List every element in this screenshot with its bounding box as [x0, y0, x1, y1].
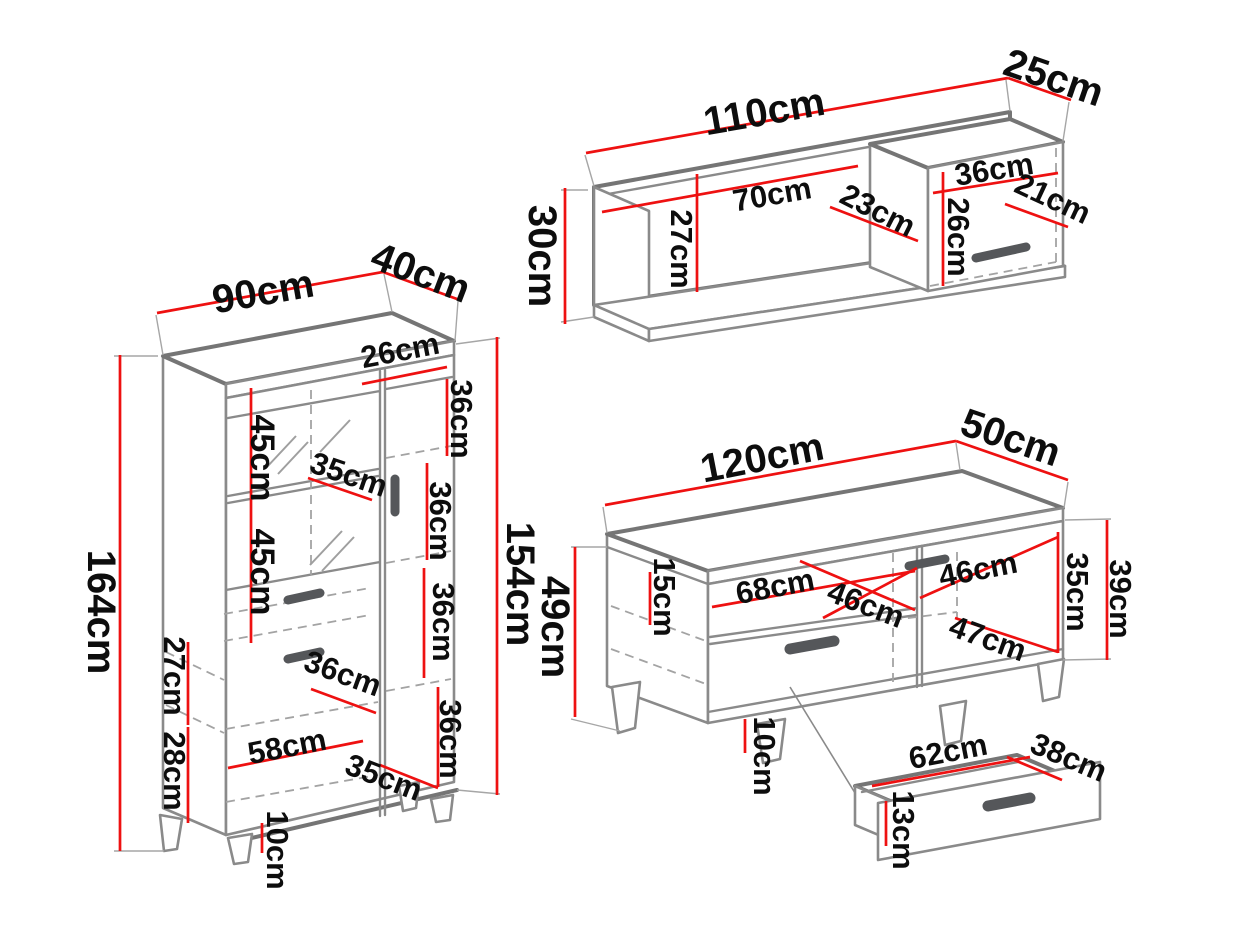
cabinet-legs-label: 10cm [260, 810, 295, 889]
drawer-box-inner-line [860, 760, 1020, 794]
cabinet-diagram: 90cm 40cm 164cm 154cm 26cm 36cm 45cm 35c… [79, 234, 542, 890]
cabinet-right-section-4-label: 36cm [433, 699, 468, 778]
cabinet-depth-label: 40cm [365, 234, 476, 312]
wall-shelf-cabinet-front-opening [926, 140, 1065, 293]
cabinet-height-label: 164cm [79, 550, 123, 675]
wall-shelf-dimension-lines [563, 76, 1072, 324]
shelf-depth-label: 25cm [998, 40, 1109, 115]
tv-stand-niche-height-label: 15cm [647, 557, 682, 636]
tv-stand-front-height-label: 39cm [1103, 559, 1138, 638]
drawer-height-label: 13cm [886, 790, 921, 869]
cabinet-right-section-1-label: 36cm [444, 379, 479, 458]
cabinet-hidden-lines [165, 390, 452, 803]
cabinet-glass-hatch [265, 419, 355, 572]
shelf-niche-height-label: 27cm [664, 209, 699, 288]
tv-stand-width-label: 120cm [697, 425, 828, 492]
wall-shelf-cabinet-hidden-lines [929, 148, 1057, 287]
cabinet-front-lines [224, 368, 454, 818]
wall-shelf-extension-lines [560, 79, 1070, 323]
drawer-dimension-lines [871, 755, 1063, 846]
tv-stand-diagram: 120cm 50cm 49cm 15cm 68cm 46cm 46cm 47cm… [533, 400, 1138, 807]
cabinet-bottom-band [228, 788, 459, 845]
tv-stand-extension-lines [570, 442, 1112, 732]
drawer-handle [982, 792, 1036, 812]
tv-stand-legs [610, 657, 1066, 765]
cabinet-dimension-lines [118, 270, 499, 853]
drawer-leader-line [789, 686, 864, 807]
cabinet-legs [158, 780, 455, 866]
shelf-height-label: 30cm [520, 205, 564, 307]
shelf-cabinet-height-label: 26cm [941, 197, 976, 276]
cabinet-right-section-3-label: 36cm [426, 582, 461, 661]
cabinet-glass-section-2-label: 45cm [243, 529, 281, 616]
cabinet-door-handles [283, 474, 400, 664]
tv-stand-depth-label: 50cm [955, 400, 1066, 475]
cabinet-glass-section-1-label: 45cm [243, 415, 281, 502]
wall-shelf-door-handle [971, 242, 1031, 263]
drawer-diagram: 62cm 38cm 13cm [853, 726, 1112, 870]
cabinet-lower-section-2-label: 28cm [157, 731, 192, 810]
tv-stand-height-label: 49cm [533, 576, 577, 678]
tv-stand-front-lines [605, 544, 1065, 714]
tv-stand-legs-label: 10cm [747, 716, 782, 795]
tv-stand-door-handle [904, 554, 950, 571]
tv-stand-front-inner-height-label: 35cm [1060, 552, 1095, 631]
cabinet-width-label: 90cm [209, 261, 317, 322]
tv-stand-dimension-lines [573, 439, 1109, 753]
cabinet-interior-height-label: 154cm [498, 522, 542, 647]
cabinet-lower-section-1-label: 27cm [157, 636, 192, 715]
cabinet-extension-lines [114, 273, 501, 852]
tv-stand-hidden-lines [610, 552, 958, 685]
cabinet-right-section-2-label: 36cm [423, 481, 458, 560]
tv-stand-drawer-handle [784, 635, 840, 655]
shelf-width-label: 110cm [700, 80, 828, 145]
wall-shelf-diagram: 110cm 25cm 30cm 70cm 27cm 23cm 36cm 21cm… [520, 40, 1109, 343]
